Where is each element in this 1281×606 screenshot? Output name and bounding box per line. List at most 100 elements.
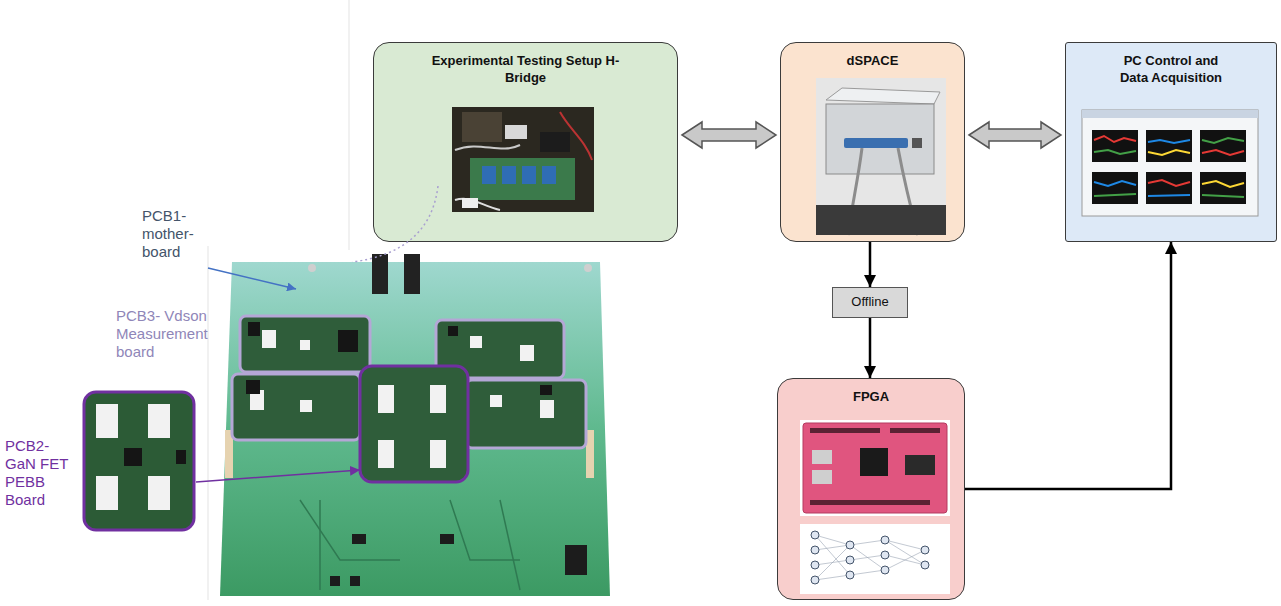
flow-arrow xyxy=(869,242,872,287)
pc-screenshot xyxy=(1148,150,1190,155)
pcb-photo xyxy=(220,262,610,596)
neural-network xyxy=(811,546,819,554)
dspace-photo xyxy=(826,88,940,104)
pebb-inset xyxy=(96,404,118,438)
pcb-photo xyxy=(520,345,534,361)
pcb-photo xyxy=(430,385,446,413)
pcb-photo xyxy=(490,395,502,407)
fpga-board xyxy=(803,423,947,513)
box-title: Offline xyxy=(837,294,903,311)
neural-network xyxy=(811,561,819,569)
neural-network xyxy=(881,566,889,574)
pc-screenshot xyxy=(1148,180,1190,186)
neural-network xyxy=(850,540,885,545)
pc-screenshot xyxy=(1202,150,1244,155)
dspace-photo xyxy=(844,138,908,148)
dspace-photo xyxy=(816,78,946,235)
neural-network xyxy=(921,561,929,569)
pcb-photo xyxy=(308,264,316,272)
double-arrow xyxy=(969,122,1061,148)
pcb-photo xyxy=(372,254,388,294)
pc-screenshot xyxy=(1146,172,1192,204)
neural-network xyxy=(815,545,850,580)
dspace-photo xyxy=(816,205,946,235)
leader-line xyxy=(196,470,360,482)
neural-network xyxy=(800,524,950,594)
fpga-board xyxy=(810,428,880,433)
pcb-photo xyxy=(250,330,554,468)
pc-screenshot xyxy=(1148,195,1190,196)
pcb-photo xyxy=(540,385,552,395)
part-label: PCB2- GaN FET PEBB Board xyxy=(5,437,77,509)
pc-screenshot xyxy=(1202,181,1244,187)
neural-network xyxy=(885,540,925,565)
fpga-board xyxy=(812,470,832,484)
dspace-photo xyxy=(912,138,922,148)
part-label: PCB1- mother- board xyxy=(142,207,204,261)
pcb-photo xyxy=(378,385,394,413)
pcb-photo xyxy=(470,336,482,348)
pc-screenshot xyxy=(1200,130,1246,162)
fpga-board xyxy=(800,420,950,516)
neural-network xyxy=(811,576,819,584)
pcb-photo xyxy=(360,366,468,482)
neural-network xyxy=(815,545,850,550)
setup-photo xyxy=(462,112,502,142)
fpga-board xyxy=(812,450,832,464)
pcb-photo xyxy=(232,316,586,482)
box-title: PC Control and Data Acquisition xyxy=(1109,53,1233,87)
pcb-photo xyxy=(352,534,366,544)
neural-network xyxy=(850,545,885,570)
pcb-photo xyxy=(330,576,340,586)
pcb-photo xyxy=(246,380,260,394)
dotted-link xyxy=(352,186,438,262)
box-title: Experimental Testing Setup H-Bridge xyxy=(426,53,626,87)
pcb-photo xyxy=(448,326,458,336)
pebb-inset xyxy=(176,450,186,464)
pc-screenshot xyxy=(1202,138,1244,143)
dspace-photo xyxy=(826,104,934,174)
pebb-inset xyxy=(148,404,170,438)
pcb-photo xyxy=(300,400,312,412)
setup-photo xyxy=(540,132,570,152)
setup-photo xyxy=(455,145,520,150)
pcb-photo xyxy=(338,330,358,352)
leader-line xyxy=(208,268,296,289)
box-title: FPGA xyxy=(796,389,946,406)
setup-photo xyxy=(505,125,527,139)
pc-screenshot xyxy=(1200,172,1246,204)
pcb-photo xyxy=(300,500,520,590)
pc-screenshot xyxy=(1094,136,1136,142)
pc-screenshot xyxy=(1094,150,1136,154)
setup-photo xyxy=(455,199,500,210)
pcb-photo xyxy=(565,545,587,575)
fpga-board xyxy=(810,500,930,505)
frame-line xyxy=(208,246,209,600)
pebb-inset xyxy=(84,392,194,530)
pcb-photo xyxy=(330,534,587,586)
pcb-photo xyxy=(300,340,310,350)
neural-network xyxy=(850,570,885,575)
pcb-photo xyxy=(350,576,360,586)
setup-photo xyxy=(462,198,478,208)
neural-network xyxy=(815,535,850,545)
pcb-photo xyxy=(262,330,276,348)
pcb-photo xyxy=(466,380,586,448)
neural-network xyxy=(881,551,889,559)
part-label: PCB3- Vdson Measurement board xyxy=(116,307,224,361)
pcb-photo xyxy=(300,500,400,560)
setup-photo xyxy=(560,112,592,160)
pcb-photo xyxy=(404,254,420,294)
neural-network xyxy=(815,575,850,580)
fpga-board xyxy=(800,420,950,516)
setup-photo xyxy=(452,107,594,212)
neural-network xyxy=(881,536,889,544)
neural-network xyxy=(811,531,819,539)
neural-network xyxy=(885,550,925,570)
fpga-board xyxy=(890,428,940,433)
fpga-board xyxy=(905,455,935,475)
pcb-photo xyxy=(584,264,592,272)
setup-photo xyxy=(542,166,556,184)
